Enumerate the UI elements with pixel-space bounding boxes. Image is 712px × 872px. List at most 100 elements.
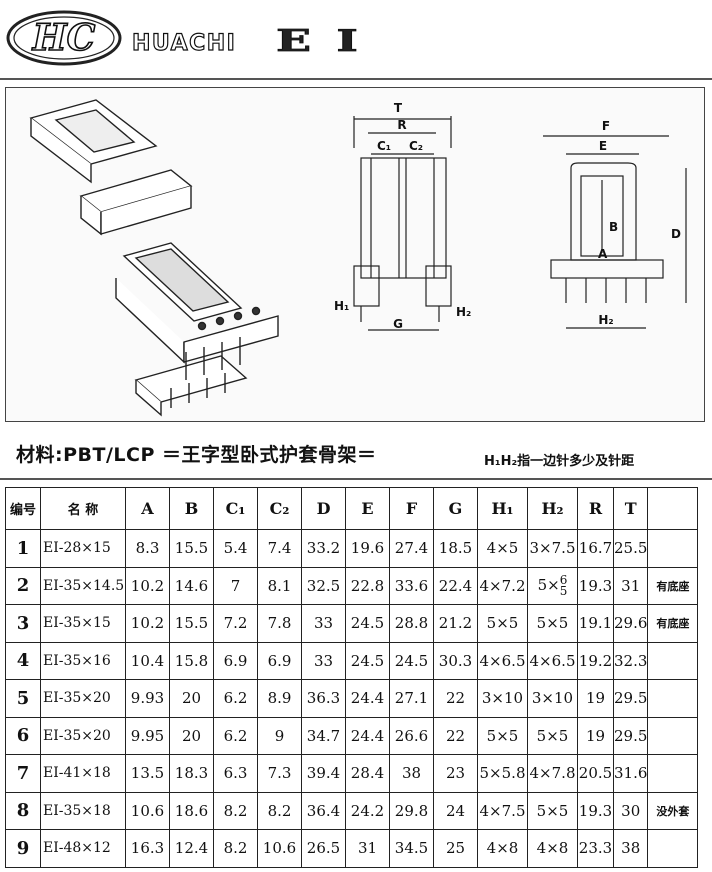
value-cell: 9.95	[125, 716, 170, 755]
header-divider	[0, 78, 712, 80]
fraction-top: 6	[559, 572, 568, 587]
remark-cell	[647, 679, 699, 718]
value-cell: 7.2	[213, 604, 258, 643]
header-cell: F	[389, 487, 434, 530]
value-cell: 5×5	[477, 716, 528, 755]
row-number-cell: 9	[5, 829, 41, 868]
remark-cell	[647, 829, 699, 868]
dim-label-C1: C₁	[377, 139, 391, 153]
brand-logo-text: HC	[32, 17, 96, 59]
value-cell: 4×8	[477, 829, 528, 868]
remark-cell: 没外套	[647, 791, 699, 830]
material-spec: 材料:PBT/LCP ＝王字型卧式护套骨架＝	[16, 444, 377, 466]
value-cell: 7	[213, 566, 258, 605]
value-cell: 10.2	[125, 604, 170, 643]
value-cell: 34.5	[389, 829, 434, 868]
value-cell: 24.4	[345, 679, 390, 718]
value-cell: 24	[433, 791, 478, 830]
value-cell: 5×5	[527, 716, 578, 755]
value-cell: 3×7.5	[527, 529, 578, 568]
value-cell: 29.6	[612, 604, 649, 643]
fraction-bottom: 5	[559, 583, 568, 598]
brand-banner: HC HUACHI EI	[6, 10, 383, 66]
value-cell: 13.5	[125, 754, 170, 793]
value-cell: 22.8	[345, 566, 390, 605]
table-header-row: 编号 名 称 A B C₁ C₂ D E F G H₁ H₂ R T	[5, 487, 699, 530]
dim-label-G: G	[393, 317, 403, 331]
dim-label-C2: C₂	[409, 139, 423, 153]
value-cell: 18.5	[433, 529, 478, 568]
value-cell: 7.3	[257, 754, 302, 793]
value-cell: 19.3	[577, 566, 614, 605]
value-cell: 33.2	[301, 529, 346, 568]
row-number-cell: 7	[5, 754, 41, 793]
value-cell: 10.2	[125, 566, 170, 605]
model-name-cell: EI-35×20	[40, 679, 126, 718]
header-cell: C₁	[213, 487, 258, 530]
pin-note: H₁H₂指一边针多少及针距	[484, 454, 635, 469]
value-cell: 19.2	[577, 641, 614, 680]
value-cell: 34.7	[301, 716, 346, 755]
value-cell: 24.2	[345, 791, 390, 830]
value-cell: 29.5	[612, 716, 649, 755]
value-cell: 28.4	[345, 754, 390, 793]
remark-cell	[647, 716, 699, 755]
value-cell: 5.4	[213, 529, 258, 568]
value-cell: 19.3	[577, 791, 614, 830]
isometric-bobbin-sketch	[29, 99, 279, 417]
value-cell: 36.3	[301, 679, 346, 718]
value-cell: 3×10	[527, 679, 578, 718]
header-cell: A	[125, 487, 170, 530]
value-cell: 15.5	[169, 529, 214, 568]
drawing-svg: T R C₁ C₂ H₁ H₂ G F E B	[29, 99, 687, 417]
brand-name: HUACHI	[132, 31, 236, 56]
value-cell: 32.5	[301, 566, 346, 605]
value-cell: 7.8	[257, 604, 302, 643]
header-cell: E	[345, 487, 390, 530]
dim-label-H2-side: H₂	[598, 313, 613, 327]
dim-label-H1: H₁	[334, 299, 349, 313]
value-cell: 4×5	[477, 529, 528, 568]
row-number-cell: 6	[5, 716, 41, 755]
header: HC HUACHI EI	[0, 0, 712, 78]
value-cell: 32.3	[612, 641, 649, 680]
remark-cell	[647, 529, 699, 568]
value-cell: 18.3	[169, 754, 214, 793]
value-cell: 6.2	[213, 679, 258, 718]
remark-cell	[647, 754, 699, 793]
value-cell: 9.93	[125, 679, 170, 718]
dim-label-H2: H₂	[456, 305, 471, 319]
row-number-cell: 3	[5, 604, 41, 643]
front-view	[353, 116, 452, 331]
value-cell: 30.3	[433, 641, 478, 680]
value-cell: 20	[169, 716, 214, 755]
value-cell: 22	[433, 716, 478, 755]
value-cell: 31.6	[612, 754, 649, 793]
value-cell: 19	[577, 716, 614, 755]
value-cell: 10.6	[257, 829, 302, 868]
model-name-cell: EI-35×18	[40, 791, 126, 830]
value-cell: 31	[612, 566, 649, 605]
value-cell: 23	[433, 754, 478, 793]
value-cell: 16.3	[125, 829, 170, 868]
value-cell: 27.1	[389, 679, 434, 718]
dim-label-F: F	[602, 119, 610, 133]
value-cell: 28.8	[389, 604, 434, 643]
product-title: EI	[276, 24, 383, 59]
value-cell: 33	[301, 641, 346, 680]
value-cell: 4×7.8	[527, 754, 578, 793]
value-cell: 6.2	[213, 716, 258, 755]
value-cell: 30	[612, 791, 649, 830]
dim-label-R: R	[397, 118, 406, 132]
value-cell: 39.4	[301, 754, 346, 793]
row-number-cell: 2	[5, 566, 41, 605]
